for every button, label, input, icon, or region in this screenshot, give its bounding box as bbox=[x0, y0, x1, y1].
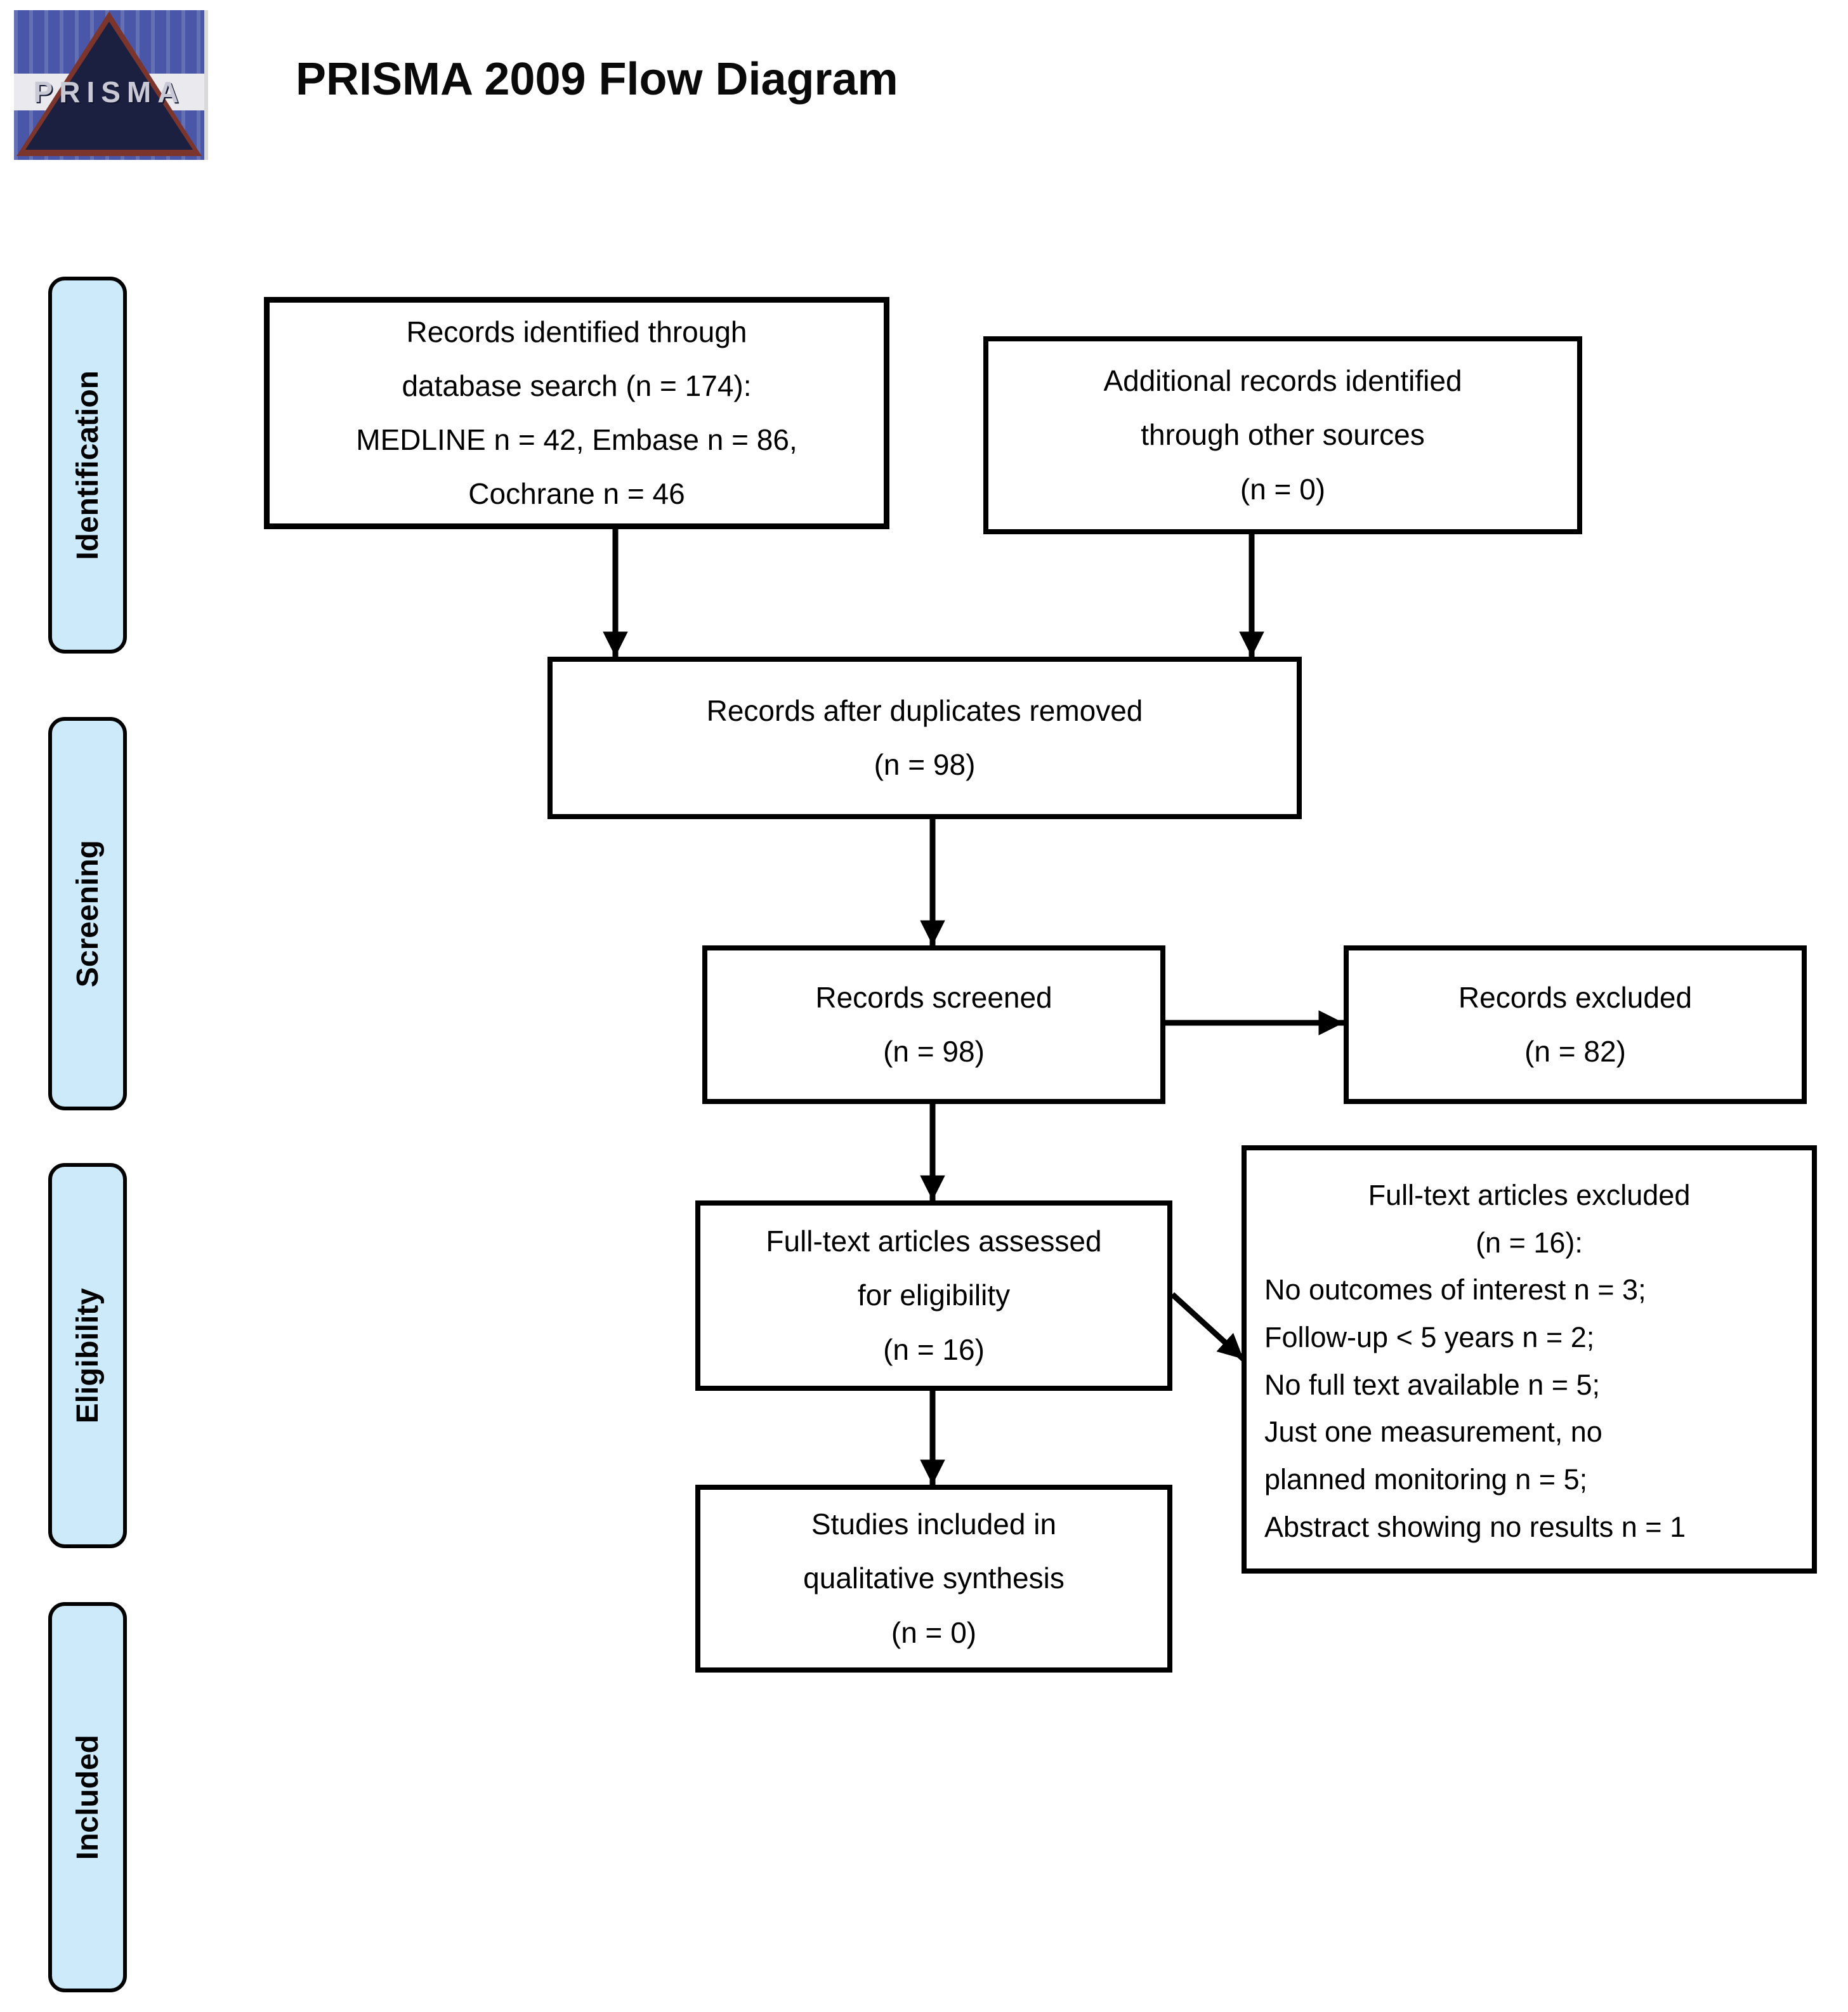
stage-label-screening: Screening bbox=[48, 717, 127, 1110]
stage-label-eligibility: Eligibility bbox=[48, 1163, 127, 1548]
stage-label-identification-text: Identification bbox=[70, 370, 105, 560]
arrow-fulltext-to-excluded bbox=[1170, 1292, 1246, 1362]
box-after-duplicates: Records after duplicates removed (n = 98… bbox=[547, 657, 1302, 819]
box-fulltext-excluded-title: Full-text articles excluded (n = 16): bbox=[1368, 1179, 1691, 1259]
page-title: PRISMA 2009 Flow Diagram bbox=[296, 54, 898, 105]
stage-label-included: Included bbox=[48, 1602, 127, 1992]
box-records-screened: Records screened (n = 98) bbox=[702, 945, 1165, 1104]
box-records-identified-text: Records identified through database sear… bbox=[356, 315, 797, 511]
box-after-duplicates-text: Records after duplicates removed (n = 98… bbox=[706, 694, 1143, 781]
box-fulltext-excluded: Full-text articles excluded (n = 16): No… bbox=[1242, 1145, 1817, 1574]
stage-label-identification: Identification bbox=[48, 277, 127, 654]
stage-label-included-text: Included bbox=[70, 1734, 105, 1860]
box-fulltext-assessed: Full-text articles assessed for eligibil… bbox=[695, 1200, 1172, 1391]
box-included-qualitative-text: Studies included in qualitative synthesi… bbox=[803, 1508, 1065, 1649]
stage-label-screening-text: Screening bbox=[70, 839, 105, 988]
box-records-identified: Records identified through database sear… bbox=[264, 297, 889, 529]
box-additional-records-text: Additional records identified through ot… bbox=[1103, 364, 1462, 506]
prisma-logo: PRISMA bbox=[14, 10, 204, 160]
box-records-excluded: Records excluded (n = 82) bbox=[1344, 945, 1807, 1104]
box-additional-records: Additional records identified through ot… bbox=[983, 336, 1582, 534]
stage-label-eligibility-text: Eligibility bbox=[70, 1287, 105, 1424]
box-fulltext-assessed-text: Full-text articles assessed for eligibil… bbox=[766, 1225, 1102, 1366]
box-records-screened-text: Records screened (n = 98) bbox=[815, 980, 1052, 1068]
box-included-qualitative: Studies included in qualitative synthesi… bbox=[695, 1485, 1172, 1673]
box-records-excluded-text: Records excluded (n = 82) bbox=[1458, 980, 1693, 1068]
box-fulltext-excluded-reasons: No outcomes of interest n = 3; Follow-up… bbox=[1264, 1273, 1686, 1543]
prisma-logo-text: PRISMA bbox=[33, 76, 185, 108]
